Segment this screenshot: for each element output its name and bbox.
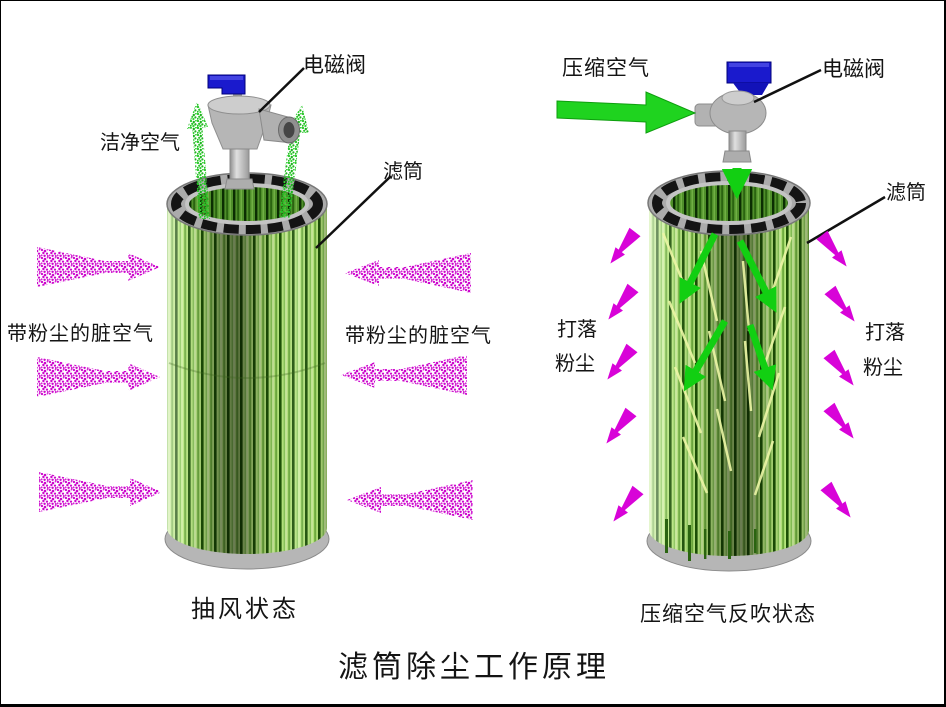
dirty-air-arrow-icon [39,472,162,512]
caption-suction-state: 抽风状态 [191,595,299,623]
valve-outlet-pipe [229,148,250,182]
cartridge-opening [666,181,792,225]
falling-dust-arrows-right [816,230,861,522]
dust-arrow-icon [600,407,637,448]
pulse-jet-arrow-icon [683,319,729,392]
label-filter-cartridge-left: 滤筒 [383,159,423,183]
label-compressed-air: 压缩空气 [562,56,650,80]
valve-funnel [207,104,272,150]
filter-cartridge-right [646,170,812,572]
caption-backblow-state: 压缩空气反吹状态 [640,602,816,626]
dirty-air-arrow-icon [37,357,160,397]
falling-dust-arrows-left [600,227,644,526]
dirty-air-arrow-icon [341,355,467,395]
label-dirty-air-inner: 带粉尘的脏空气 [345,323,492,347]
label-falling-dust-left-1: 打落 [557,317,597,341]
dust-arrow-icon [820,481,857,522]
page-title: 滤筒除尘工作原理 [338,650,610,685]
dust-arrow-icon [607,485,644,526]
dust-arrow-icon [816,230,853,271]
leader-line-solenoid-right [753,68,822,104]
dirty-air-arrow-icon [347,480,473,520]
label-dirty-air-outer: 带粉尘的脏空气 [7,321,154,345]
label-solenoid-valve-left: 电磁阀 [303,53,366,77]
clean-air-arrow-icon [192,123,210,219]
label-filter-cartridge-right: 滤筒 [886,180,926,204]
pulse-jet-arrow-icon [746,323,777,391]
dirty-air-arrow-icon [37,247,160,287]
clean-air-arrow-icon [279,123,301,218]
rim-black-band [171,174,323,234]
dirty-air-arrow-icon [345,253,471,293]
label-solenoid-valve-right: 电磁阀 [822,57,885,81]
label-clean-air: 洁净空气 [100,130,180,154]
valve-outlet-pipe [728,130,747,154]
pulse-jet-arrow-icon [679,232,719,304]
leader-line-filter-right [806,195,886,245]
cartridge-seam [168,362,326,379]
leader-line-solenoid-left [258,67,305,113]
label-falling-dust-left-2: 粉尘 [555,351,595,375]
dust-arrow-icon [823,349,860,390]
dust-arrow-icon [602,283,639,324]
filter-cartridge-left [164,172,330,570]
compressed-air-arrow-icon [556,91,697,134]
pleat-spikes [665,519,757,561]
dirty-air-arrows-middle [341,253,473,520]
label-falling-dust-right-1: 打落 [865,320,905,344]
pulse-jet-arrows [679,232,777,392]
dust-arrow-icon [824,285,861,326]
dirty-air-arrows-left [37,247,162,512]
pulse-jet-arrow-icon [736,239,777,313]
dust-arrow-icon [601,343,638,384]
leader-line-filter-left [315,175,392,249]
label-falling-dust-right-2: 粉尘 [863,355,903,379]
dust-arrow-icon [823,402,860,443]
solenoid-valve-right [694,61,772,163]
dust-arrow-icon [604,227,641,268]
solenoid-valve-left [207,74,300,190]
